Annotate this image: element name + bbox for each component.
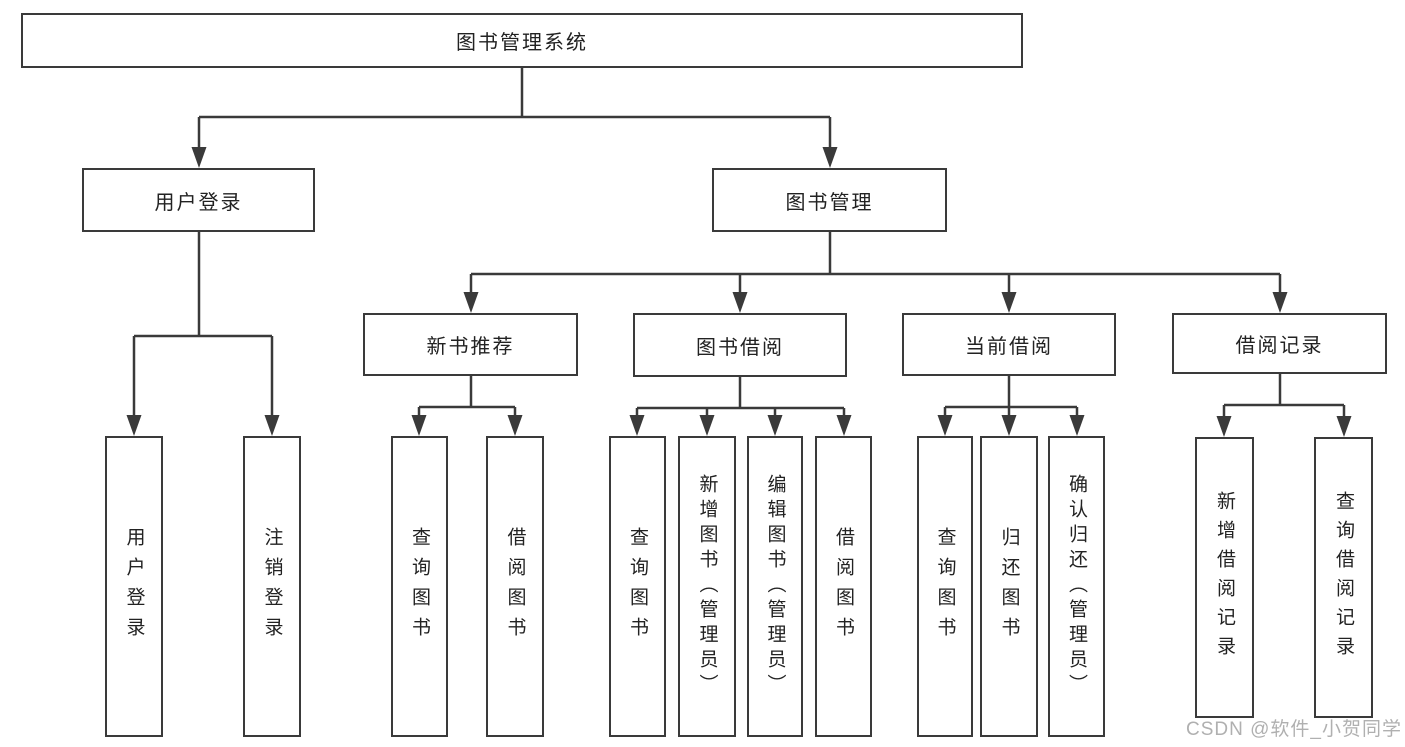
leaf-label: 查询借阅记录 bbox=[1333, 490, 1354, 665]
connector-root-to-level2 bbox=[197, 68, 832, 150]
arrowheads-level2 bbox=[191, 147, 838, 168]
arrowheads-current-borrow-group bbox=[937, 415, 1085, 436]
connector-book-management-to-level3 bbox=[469, 232, 1282, 294]
leaf-cb-query-books: 查询图书 bbox=[917, 436, 973, 737]
leaf-label: 借阅图书 bbox=[833, 526, 854, 647]
leaf-label: 查询图书 bbox=[409, 526, 430, 647]
leaf-br-add-record: 新增借阅记录 bbox=[1195, 437, 1254, 718]
node-label: 图书管理 bbox=[785, 191, 874, 214]
leaf-label: 注销登录 bbox=[261, 526, 283, 647]
node-library-management-system: 图书管理系统 bbox=[21, 13, 1023, 68]
leaf-bb-borrow-books: 借阅图书 bbox=[815, 436, 872, 737]
leaf-br-query-record: 查询借阅记录 bbox=[1314, 437, 1373, 718]
connector-current-borrow-group bbox=[943, 376, 1079, 417]
node-current-borrowing: 当前借阅 bbox=[902, 313, 1116, 376]
node-label: 当前借阅 bbox=[965, 336, 1053, 358]
node-book-management: 图书管理 bbox=[712, 168, 947, 232]
node-user-login: 用户登录 bbox=[82, 168, 315, 232]
leaf-bb-query-books: 查询图书 bbox=[609, 436, 666, 737]
leaf-cb-return-books: 归还图书 bbox=[980, 436, 1038, 737]
node-label: 用户登录 bbox=[154, 191, 243, 214]
connector-new-book-group bbox=[417, 376, 517, 417]
connector-book-borrow-group bbox=[635, 377, 846, 417]
csdn-watermark: CSDN @软件_小贺同学 bbox=[1186, 719, 1402, 740]
leaf-label: 编辑图书（管理员） bbox=[764, 474, 786, 699]
node-new-book-recommend: 新书推荐 bbox=[363, 313, 578, 376]
node-book-borrowing: 图书借阅 bbox=[633, 313, 847, 377]
node-label: 借阅记录 bbox=[1235, 335, 1324, 357]
node-label: 新书推荐 bbox=[426, 336, 515, 358]
arrowheads-borrow-records-group bbox=[1216, 416, 1352, 437]
leaf-cb-confirm-return-admin: 确认归还（管理员） bbox=[1048, 436, 1105, 737]
leaf-label: 确认归还（管理员） bbox=[1066, 474, 1087, 699]
leaf-nbr-borrow-books: 借阅图书 bbox=[486, 436, 544, 737]
arrowheads-book-borrow-group bbox=[629, 415, 852, 436]
leaf-label: 借阅图书 bbox=[504, 526, 526, 647]
leaf-label: 查询图书 bbox=[627, 526, 648, 647]
node-label: 图书借阅 bbox=[696, 336, 784, 359]
leaf-label: 查询图书 bbox=[934, 526, 956, 647]
leaf-label: 新增借阅记录 bbox=[1214, 490, 1235, 665]
leaf-label: 新增图书（管理员） bbox=[696, 474, 718, 699]
arrowheads-user-login-group bbox=[126, 415, 280, 436]
connector-user-login-group bbox=[132, 232, 274, 417]
leaf-nbr-query-books: 查询图书 bbox=[391, 436, 448, 737]
leaf-bb-edit-books-admin: 编辑图书（管理员） bbox=[747, 436, 803, 737]
connector-borrow-records-group bbox=[1222, 374, 1346, 418]
node-borrowing-records: 借阅记录 bbox=[1172, 313, 1387, 374]
leaf-user-login: 用户登录 bbox=[105, 436, 163, 737]
leaf-bb-add-books-admin: 新增图书（管理员） bbox=[678, 436, 736, 737]
node-label: 图书管理系统 bbox=[456, 32, 588, 54]
arrowheads-level3 bbox=[463, 292, 1288, 313]
leaf-logout: 注销登录 bbox=[243, 436, 301, 737]
leaf-label: 归还图书 bbox=[998, 526, 1020, 647]
arrowheads-new-book-group bbox=[411, 415, 523, 436]
leaf-label: 用户登录 bbox=[123, 526, 145, 647]
